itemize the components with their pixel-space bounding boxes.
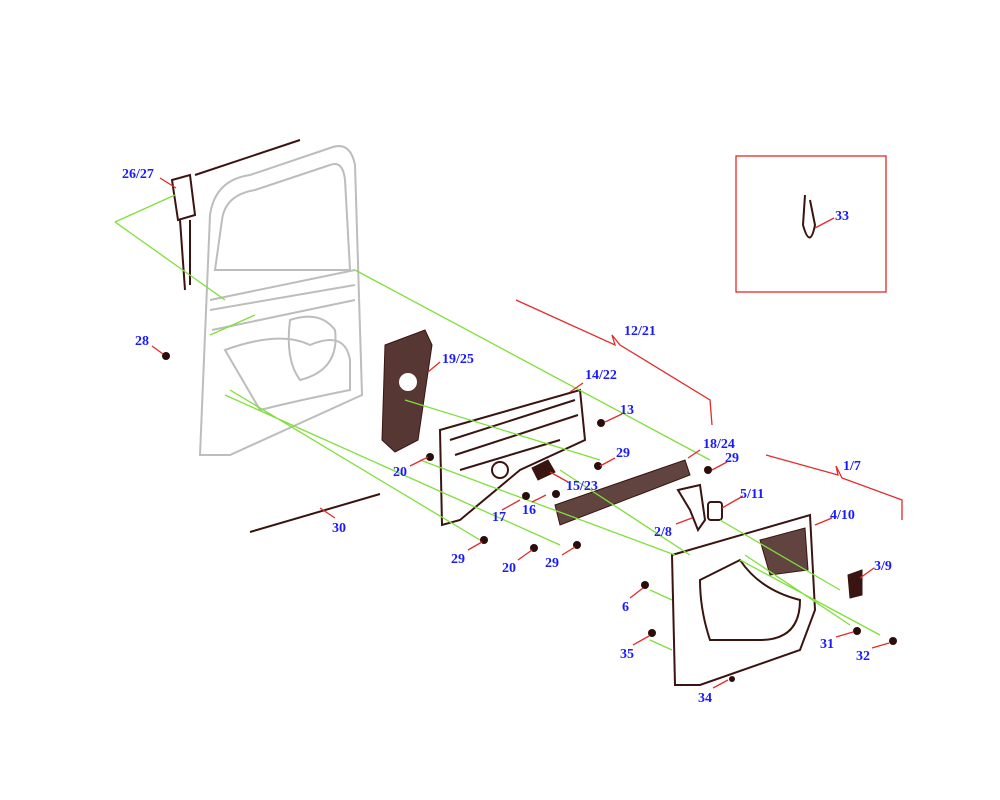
label-14-22: 14/22 bbox=[585, 368, 617, 383]
window-regulator bbox=[381, 329, 433, 453]
fasteners bbox=[162, 352, 897, 682]
bracket-part bbox=[531, 459, 556, 481]
cover-part bbox=[847, 569, 863, 599]
label-31: 31 bbox=[820, 637, 834, 652]
label-5-11: 5/11 bbox=[740, 487, 764, 502]
lower-rail bbox=[554, 459, 691, 526]
weatherstrip-part bbox=[249, 493, 381, 533]
label-35: 35 bbox=[620, 647, 634, 662]
label-6: 6 bbox=[622, 600, 629, 615]
part-labels: 26/27 28 19/25 14/22 13 12/21 18/24 29 2… bbox=[122, 167, 892, 706]
label-20: 20 bbox=[502, 561, 516, 576]
label-16: 16 bbox=[522, 503, 536, 518]
label-3-9: 3/9 bbox=[874, 559, 892, 574]
label-18-24: 18/24 bbox=[703, 437, 735, 452]
latch-assembly bbox=[170, 139, 301, 291]
label-29: 29 bbox=[451, 552, 465, 567]
label-29: 29 bbox=[616, 446, 630, 461]
label-4-10: 4/10 bbox=[830, 508, 855, 523]
label-12-21: 12/21 bbox=[624, 324, 656, 339]
label-13: 13 bbox=[620, 403, 634, 418]
label-29: 29 bbox=[545, 556, 559, 571]
label-15-23: 15/23 bbox=[566, 479, 598, 494]
label-30: 30 bbox=[332, 521, 346, 536]
label-29: 29 bbox=[725, 451, 739, 466]
label-33: 33 bbox=[835, 209, 849, 224]
label-26-27: 26/27 bbox=[122, 167, 154, 182]
label-1-7: 1/7 bbox=[843, 459, 861, 474]
door-shell bbox=[198, 145, 364, 456]
label-20: 20 bbox=[393, 465, 407, 480]
switch-bezel-part bbox=[707, 501, 723, 521]
clip-part bbox=[801, 194, 817, 239]
label-17: 17 bbox=[492, 510, 506, 525]
leader-lines bbox=[151, 177, 903, 689]
label-32: 32 bbox=[856, 649, 870, 664]
assembly-lines bbox=[114, 194, 881, 651]
label-28: 28 bbox=[135, 334, 149, 349]
door-trim-panel bbox=[670, 513, 817, 686]
handle-bezel-part bbox=[676, 483, 707, 533]
label-19-25: 19/25 bbox=[442, 352, 474, 367]
detail-box bbox=[735, 155, 887, 293]
label-34: 34 bbox=[698, 691, 712, 706]
label-2-8: 2/8 bbox=[654, 525, 672, 540]
